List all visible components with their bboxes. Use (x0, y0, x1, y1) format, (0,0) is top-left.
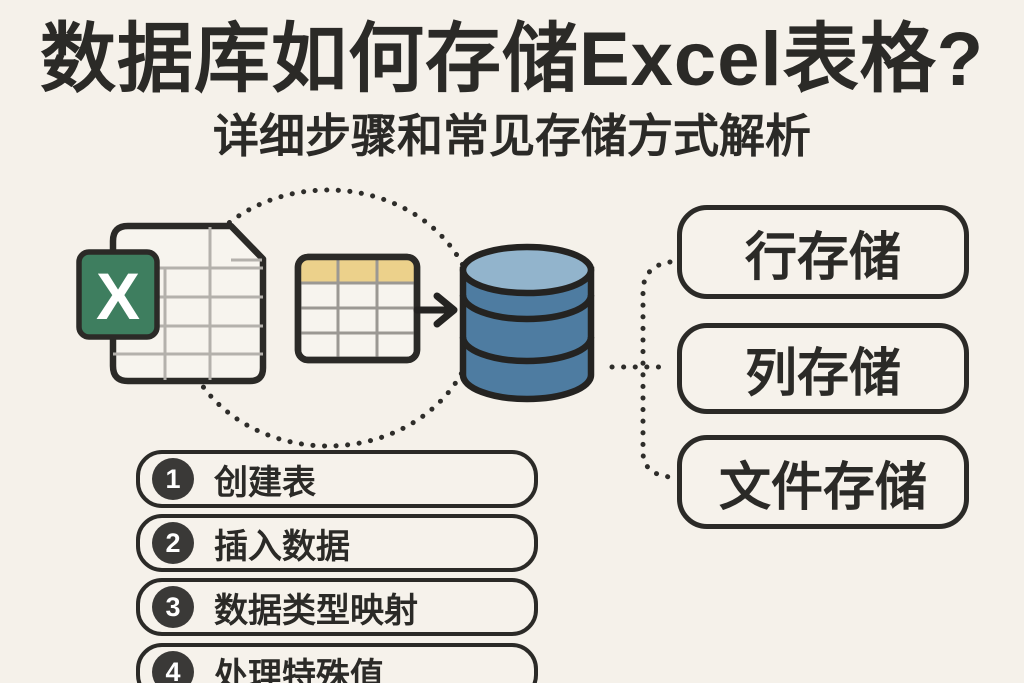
page-title: 数据库如何存储Excel表格? (39, 17, 985, 102)
arrow-right-icon (413, 292, 458, 328)
storage-option-label: 文件存储 (718, 458, 927, 517)
step-row-type-mapping: 3 数据类型映射 (136, 578, 538, 636)
storage-option-column-storage: 列存储 (677, 323, 969, 414)
storage-option-label: 行存储 (744, 228, 901, 287)
step-row-insert-data: 2 插入数据 (136, 514, 538, 572)
page-subtitle: 详细步骤和常见存储方式解析 (213, 110, 811, 162)
excel-x-badge: X (96, 259, 140, 333)
storage-option-file-storage: 文件存储 (677, 435, 969, 529)
branch-connector-dotted (609, 259, 673, 480)
storage-option-row-storage: 行存储 (677, 205, 969, 299)
step-row-special-values: 4 处理特殊值 (136, 643, 538, 683)
database-icon (459, 243, 595, 403)
step-number-badge: 1 (152, 458, 194, 500)
table-icon (294, 253, 421, 364)
step-label: 处理特殊值 (214, 656, 384, 683)
step-row-create-table: 1 创建表 (136, 450, 538, 508)
step-label: 插入数据 (214, 527, 350, 566)
step-number-badge: 2 (152, 522, 194, 564)
step-number-badge: 4 (152, 651, 194, 683)
step-number-badge: 3 (152, 586, 194, 628)
excel-file-icon: X (76, 222, 267, 385)
step-label: 数据类型映射 (214, 591, 418, 630)
storage-option-label: 列存储 (744, 345, 901, 403)
step-label: 创建表 (214, 463, 316, 502)
